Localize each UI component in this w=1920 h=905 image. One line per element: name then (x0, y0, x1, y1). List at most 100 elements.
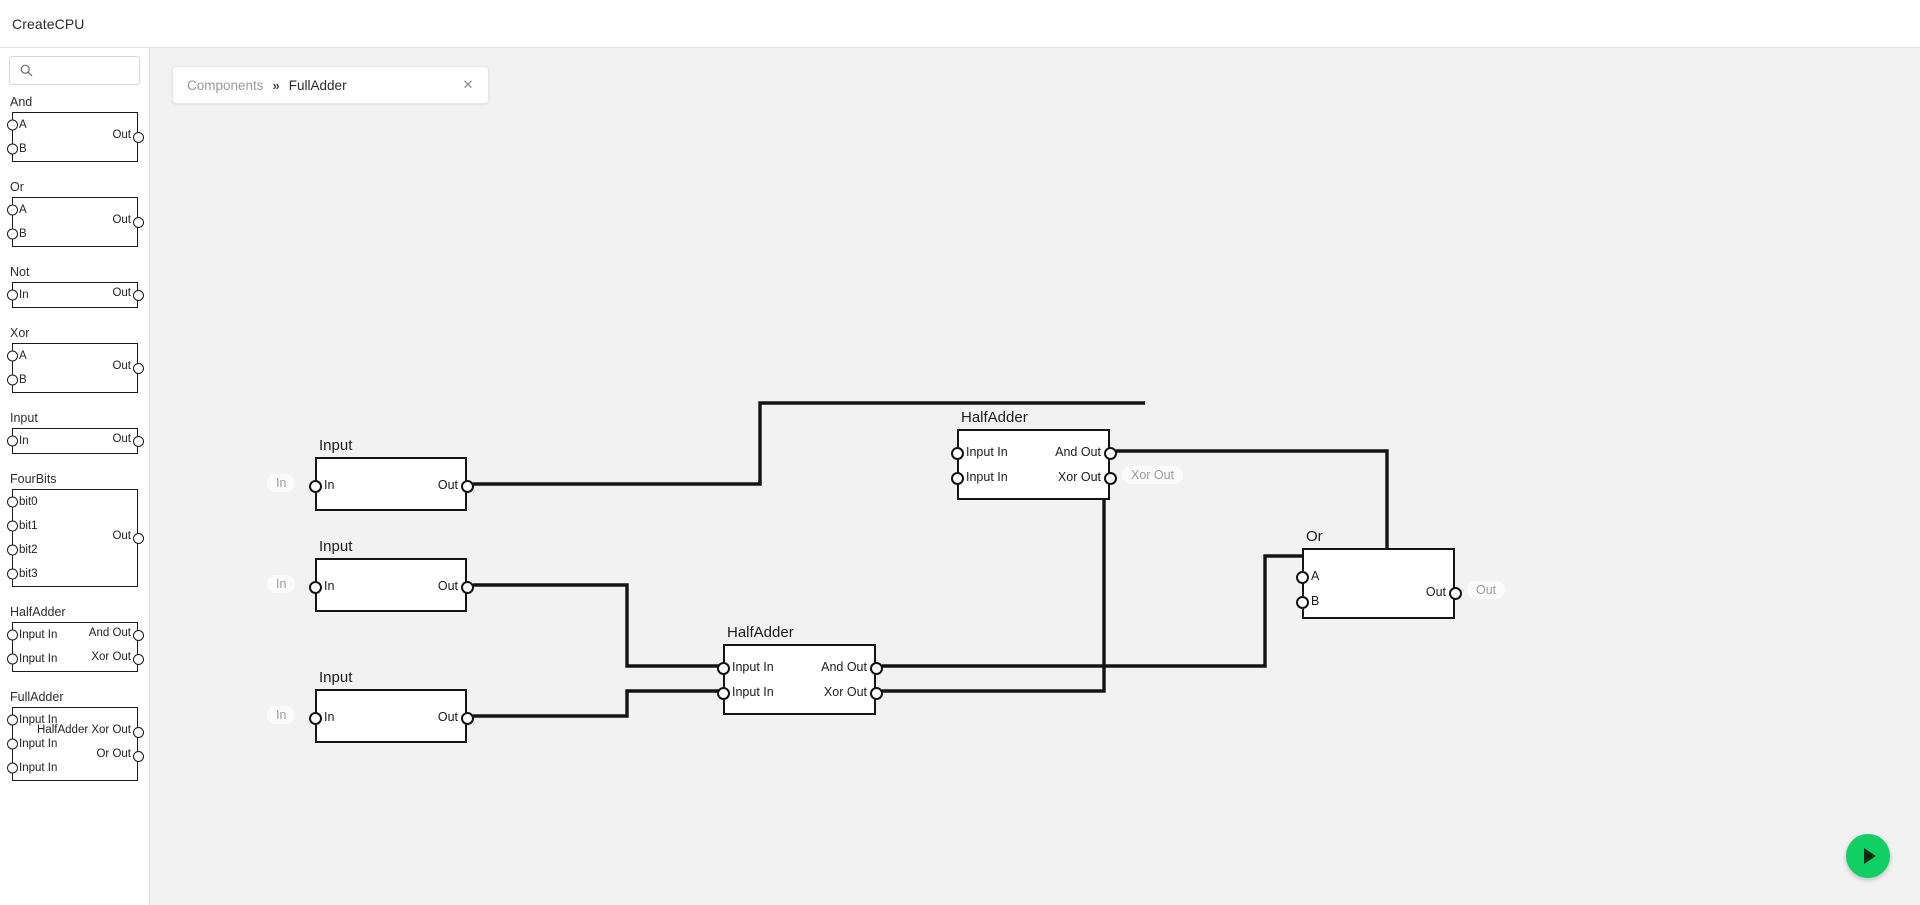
palette-pin-row: bit3 (6, 562, 137, 586)
output-pin[interactable] (132, 726, 144, 738)
node-input-pin[interactable] (716, 686, 730, 700)
search-box[interactable] (9, 56, 140, 85)
input-pin[interactable] (6, 374, 18, 386)
input-pin[interactable] (6, 653, 18, 665)
output-pin[interactable] (132, 362, 144, 374)
output-pin[interactable] (132, 289, 144, 301)
node-output-pin[interactable] (869, 661, 883, 675)
node-output-pin[interactable] (460, 580, 474, 594)
palette-pin-row: A (6, 198, 137, 222)
wire[interactable] (473, 689, 723, 718)
node-output-pin[interactable] (460, 711, 474, 725)
output-pin[interactable] (132, 629, 144, 641)
run-button[interactable] (1846, 834, 1890, 878)
input-pin[interactable] (6, 738, 18, 750)
input-pin[interactable] (6, 629, 18, 641)
input-pin[interactable] (6, 143, 18, 155)
node-input-pin[interactable] (950, 471, 964, 485)
palette-item-label: HalfAdder (10, 605, 66, 619)
palette-pin-row: A (6, 344, 137, 368)
output-pin[interactable] (132, 216, 144, 228)
node-output-pin[interactable] (1103, 446, 1117, 460)
node-output-pin-label: And Out (1055, 445, 1101, 459)
node-input-pin-label: In (324, 478, 335, 492)
output-pin-label: HalfAdder Xor Out (37, 724, 131, 736)
node-input-pin[interactable] (1295, 595, 1309, 609)
node-output-pin[interactable] (869, 686, 883, 700)
input-pin[interactable] (6, 289, 18, 301)
node-output-pin-label: Out (437, 478, 458, 492)
input-pin[interactable] (6, 228, 18, 240)
input-pin[interactable] (6, 350, 18, 362)
node-input-pin[interactable] (950, 446, 964, 460)
input-pin[interactable] (6, 520, 18, 532)
input-pin[interactable] (6, 544, 18, 556)
node-input-pin-label: Input In (732, 660, 774, 674)
play-icon (1864, 848, 1876, 864)
external-input-badge[interactable]: In (267, 575, 296, 593)
wire[interactable] (473, 583, 723, 668)
external-output-badge[interactable]: Out (1467, 581, 1506, 599)
output-pin[interactable] (132, 532, 144, 544)
output-pin[interactable] (132, 131, 144, 143)
palette-item-label: Or (10, 180, 24, 194)
output-pin[interactable] (132, 653, 144, 665)
input-pin[interactable] (6, 435, 18, 447)
node-input-pin[interactable] (716, 661, 730, 675)
node-input-pin[interactable] (308, 479, 322, 493)
external-output-badge[interactable]: Xor Out (1122, 466, 1184, 484)
output-pin-label: Out (112, 287, 131, 299)
node-input-pin[interactable] (308, 580, 322, 594)
breadcrumb-root[interactable]: Components (187, 77, 264, 93)
node-input-pin[interactable] (1295, 570, 1309, 584)
palette-item-label: Not (10, 265, 30, 279)
node-input-pin[interactable] (308, 711, 322, 725)
input-pin[interactable] (6, 204, 18, 216)
external-input-badge[interactable]: In (267, 474, 296, 492)
input-pin[interactable] (6, 762, 18, 774)
close-icon[interactable]: ✕ (462, 77, 474, 92)
node-output-pin[interactable] (460, 479, 474, 493)
input-pin[interactable] (6, 119, 18, 131)
external-input-badge[interactable]: In (267, 706, 296, 724)
input-pin[interactable] (6, 568, 18, 580)
wire[interactable] (473, 401, 1145, 486)
output-pin[interactable] (132, 750, 144, 762)
output-pin[interactable] (132, 435, 144, 447)
node-output-pin[interactable] (1448, 586, 1462, 600)
node-title: Input (319, 437, 353, 454)
input-pin[interactable] (6, 496, 18, 508)
node-output-pin[interactable] (1103, 471, 1117, 485)
tab-fulladder[interactable]: Components » FullAdder ✕ (172, 66, 489, 104)
wire[interactable] (882, 554, 1302, 668)
palette-item-label: FourBits (10, 472, 57, 486)
input-pin[interactable] (6, 714, 18, 726)
search-input[interactable] (38, 62, 133, 79)
output-pin-label: Out (112, 530, 131, 542)
